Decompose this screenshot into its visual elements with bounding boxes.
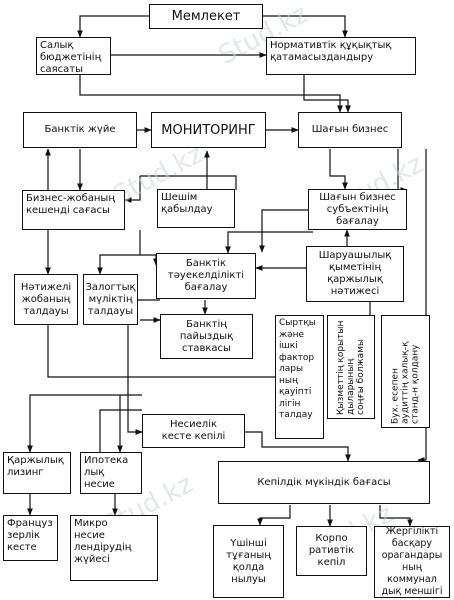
connector	[225, 231, 313, 254]
collateral-valuation-box: Кепілдік мүкіндік бағасы	[218, 461, 430, 504]
connector	[99, 409, 142, 452]
result-analysis-box: Нәтижелі жобаның талдауы	[14, 274, 78, 325]
banking-system-box: Банктік жүйе	[23, 112, 137, 148]
monitoring-box: МОНИТОРИНГ	[151, 112, 266, 148]
corporate-guarantee-box: Корпо ративтік кепіл	[296, 526, 367, 576]
business-risk-box: Бизнес-жобаның кешенді сағасы	[22, 190, 125, 230]
small-business-box: Шағын бизнес	[298, 112, 402, 148]
mortgage-box: Ипотека лық несие	[80, 452, 142, 494]
connector	[97, 230, 141, 275]
connector	[329, 149, 348, 190]
state-box: Мемлекет	[149, 4, 263, 29]
connector	[257, 505, 291, 526]
french-scheme-box: Француз зерлік кесте	[3, 515, 58, 561]
external-factors-box: Сыртқы және ішкі фактор лары ның қауіпті…	[275, 315, 324, 439]
connector	[245, 431, 351, 462]
microcredit-box: Микро несие лендірудің жүйесі	[70, 515, 158, 581]
accounting-box: Бух. есепен аудиттің халық-қ станд-н қол…	[381, 315, 430, 428]
connector	[124, 176, 141, 203]
connector	[140, 254, 159, 266]
collateral-analysis-box: Залогтық мүліктің талдауы	[83, 274, 138, 325]
connector	[397, 149, 408, 193]
decision-box: Шешім қабылдау	[157, 189, 235, 228]
connector	[259, 209, 308, 253]
legal-support-box: Нормативтік құқықтық қатамасыздандыру	[266, 37, 416, 75]
connector	[77, 15, 149, 38]
financial-leasing-box: Қаржылық лизинг	[3, 452, 71, 494]
third-party-box: Үшінші тұғаның қолда нылуы	[213, 525, 284, 598]
small-business-assessment-box: Шағын бизнес субъектінің бағалау	[308, 189, 407, 230]
connector	[379, 505, 413, 527]
loan-guarantee-box: Несиелік кесте кепілі	[142, 414, 245, 448]
connector	[79, 74, 343, 113]
tax-policy-box: Салық бюджетінің саясаты	[36, 37, 111, 75]
connector	[27, 394, 142, 453]
connector	[417, 149, 427, 463]
connector	[47, 325, 148, 378]
connector	[303, 74, 351, 113]
forecast-box: Қызметтің қорытын дыларының соңғы болжам…	[327, 315, 375, 419]
local-authorities-box: Жергілікті басқару орагандары ның коммун…	[374, 526, 450, 598]
farm-results-box: Шаруашылық қыметінің қаржылық нәтижесі	[306, 246, 404, 302]
bank-credit-risk-box: Банктік тәуекелділікті бағалау	[156, 253, 256, 299]
bank-interest-rate-box: Банктің пайыздық ставкасы	[160, 314, 253, 359]
connector	[263, 15, 348, 38]
connector	[127, 325, 143, 435]
connector	[140, 175, 237, 190]
